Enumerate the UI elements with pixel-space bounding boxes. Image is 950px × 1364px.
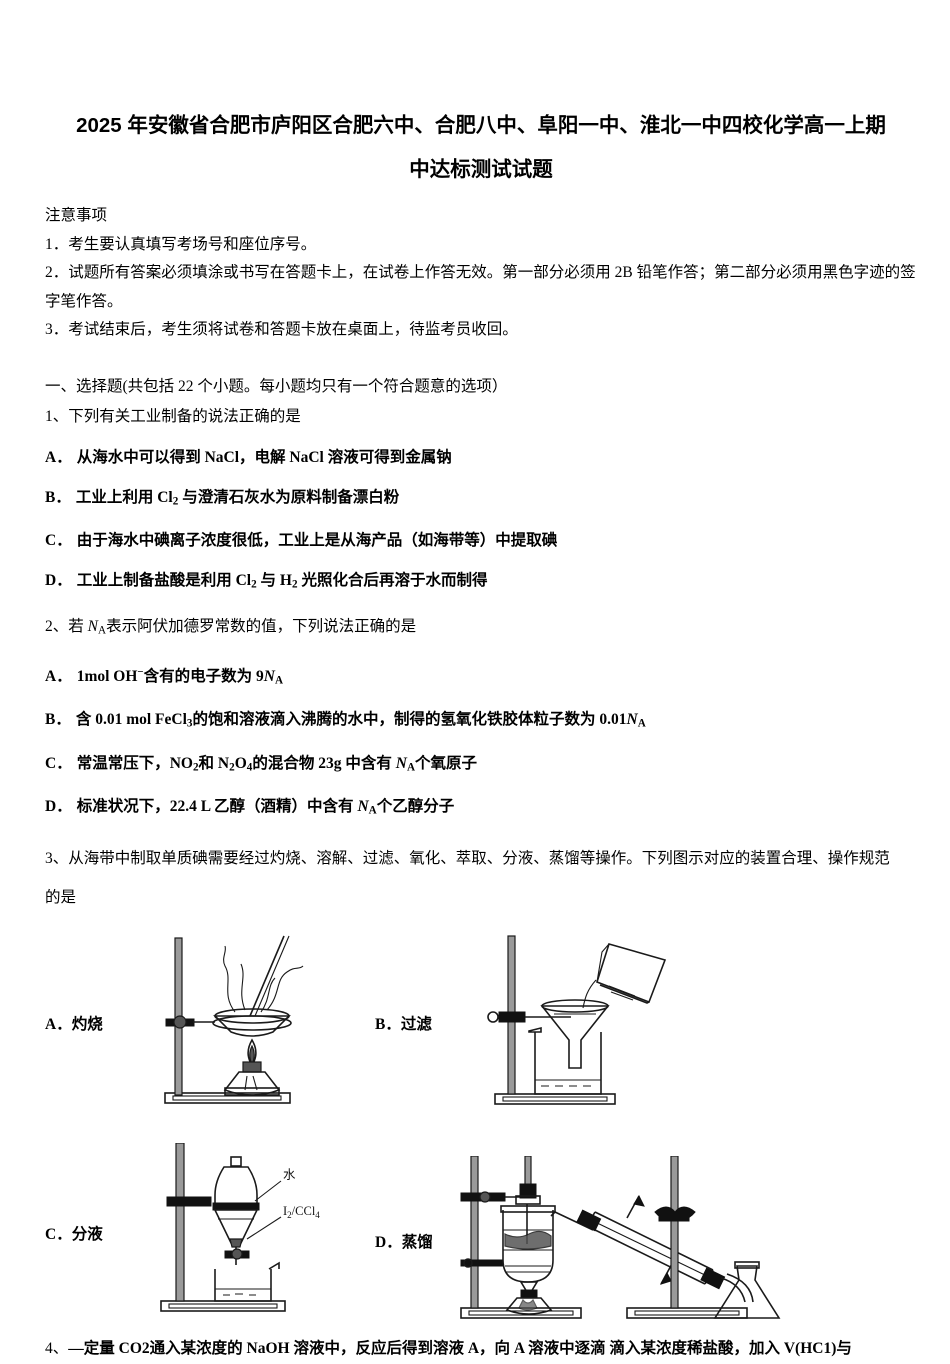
notice-item-3: 3．考试结束后，考生须将试卷和答题卡放在桌面上，待监考员收回。 (45, 321, 518, 338)
title-line-2: 中达标测试试题 (409, 158, 553, 181)
option-text-part: 与 H (256, 571, 292, 589)
figure-option-d-label: D．蒸馏 (375, 1230, 459, 1252)
question-1-number: 1、 (45, 407, 69, 425)
figure-option-a-label: A．灼烧 (45, 1012, 129, 1034)
question-1-option-b: B．工业上利用 Cl2 与澄清石灰水为原料制备漂白粉 (45, 485, 917, 514)
option-text: 1mol OH−含有的电子数为 9NA (76, 665, 284, 687)
page-title: 2025 年安徽省合肥市庐阳区合肥六中、合肥八中、阜阳一中、淮北一中四校化学高一… (45, 104, 917, 192)
option-letter: A． (45, 668, 72, 686)
option-text-part: 工业上利用 Cl (75, 488, 173, 506)
option-text: 从海水中可以得到 NaCl，电解 NaCl 溶液可得到金属钠 (76, 448, 452, 466)
option-text: 由于海水中碘离子浓度很低，工业上是从海产品（如海带等）中提取碘 (76, 531, 558, 549)
figure-option-b: B．过滤 (375, 928, 674, 1118)
question-4-number: 4、 (45, 1339, 69, 1357)
option-letter: D． (45, 798, 72, 816)
avogadro-symbol: NA (87, 618, 107, 637)
option-text: 分液 (71, 1225, 103, 1243)
question-3-figure-options: A．灼烧 (45, 928, 917, 1328)
section-heading: 一、选择题(共包括 22 个小题。每小题均只有一个符合题意的选项） (45, 377, 508, 395)
question-2-stem: 2、若 NA表示阿伏加德罗常数的值，下列说法正确的是 (45, 613, 917, 644)
option-subscript: 2 (251, 578, 257, 591)
question-2-text-pre: 若 (68, 618, 88, 636)
question-4-stem: 4、—定量 CO2通入某浓度的 NaOH 溶液中，反应后得到溶液 A，向 A 溶… (45, 1334, 917, 1364)
title-line-1: 2025 年安徽省合肥市庐阳区合肥六中、合肥八中、阜阳一中、淮北一中四校化学高一… (76, 114, 886, 137)
option-text: 标准状况下，22.4 L 乙醇（酒精）中含有 NA个乙醇分子 (76, 798, 455, 817)
question-3-stem-line2: 的是 (45, 888, 77, 906)
filtration-apparatus-icon (459, 928, 674, 1118)
question-1-stem: 1、下列有关工业制备的说法正确的是 (45, 403, 917, 431)
question-2-option-c: C．常温常压下，NO2和 N2O4的混合物 23g 中含有 NA个氧原子 (45, 751, 917, 780)
question-1-text: 下列有关工业制备的说法正确的是 (68, 407, 301, 425)
option-letter: D． (45, 571, 72, 589)
option-letter: A． (45, 448, 72, 466)
question-1-option-a: A．从海水中可以得到 NaCl，电解 NaCl 溶液可得到金属钠 (45, 445, 917, 471)
question-3-text: 从海带中制取单质碘需要经过灼烧、溶解、过滤、氧化、萃取、分液、蒸馏等操作。下列图… (68, 849, 890, 867)
distillation-apparatus-icon (459, 1155, 799, 1326)
option-subscript: 2 (291, 578, 298, 591)
option-subscript: 2 (172, 494, 179, 507)
question-2-text-post: 表示阿伏加德罗常数的值，下列说法正确的是 (106, 618, 417, 636)
option-text-part: 工业上制备盐酸是利用 Cl (76, 571, 252, 589)
option-letter: C． (45, 1225, 72, 1243)
question-2-option-a: A．1mol OH−含有的电子数为 9NA (45, 659, 917, 694)
separating-funnel-apparatus-icon: 水 I2/CCl4 (129, 1142, 359, 1323)
page-content: 2025 年安徽省合肥市庐阳区合肥六中、合肥八中、阜阳一中、淮北一中四校化学高一… (45, 104, 917, 1364)
option-text: 常温常压下，NO2和 N2O4的混合物 23g 中含有 NA个氧原子 (76, 754, 478, 774)
question-1-option-c: C．由于海水中碘离子浓度很低，工业上是从海产品（如海带等）中提取碘 (45, 528, 917, 554)
option-letter: D． (375, 1233, 402, 1251)
notice-item-2: 2．试题所有答案必须填涂或书写在答题卡上，在试卷上作答无效。第一部分必须用 2B… (45, 264, 916, 310)
question-3-number: 3、 (45, 849, 69, 867)
option-text: 过滤 (400, 1015, 432, 1033)
annotation-water: 水 (283, 1168, 296, 1182)
question-2-option-b: B．含 0.01 mol FeCl3的饱和溶液滴入沸腾的水中，制得的氢氧化铁胶体… (45, 707, 917, 736)
option-letter: B． (45, 488, 71, 506)
annotation-iodine-ccl4: I2/CCl4 (283, 1204, 320, 1220)
figure-option-d: D．蒸馏 (375, 1155, 799, 1326)
evaporating-dish-apparatus-icon (129, 928, 329, 1118)
option-letter: C． (45, 754, 72, 772)
option-letter: A． (45, 1015, 72, 1033)
figure-option-c: C．分液 (45, 1142, 359, 1323)
notice-item-1: 1．考生要认真填写考场号和座位序号。 (45, 235, 317, 253)
notice-heading: 注意事项 (45, 207, 108, 224)
option-letter: C． (45, 531, 72, 549)
figure-option-a: A．灼烧 (45, 928, 329, 1118)
option-text: 灼烧 (71, 1015, 103, 1033)
option-text-part: 与澄清石灰水为原料制备漂白粉 (178, 488, 400, 506)
notice-block: 注意事项 1．考生要认真填写考场号和座位序号。 2．试题所有答案必须填涂或书写在… (45, 202, 917, 345)
option-text: 蒸馏 (401, 1233, 433, 1251)
question-3-stem: 3、从海带中制取单质碘需要经过灼烧、溶解、过滤、氧化、萃取、分液、蒸馏等操作。下… (45, 842, 917, 875)
option-text-part: 光照化合后再溶于水而制得 (297, 571, 488, 589)
question-2-number: 2、 (45, 618, 69, 636)
option-letter: B． (375, 1015, 401, 1033)
figure-option-c-label: C．分液 (45, 1222, 129, 1244)
option-text: 含 0.01 mol FeCl3的饱和溶液滴入沸腾的水中，制得的氢氧化铁胶体粒子… (75, 711, 646, 730)
question-2-option-d: D．标准状况下，22.4 L 乙醇（酒精）中含有 NA个乙醇分子 (45, 794, 917, 823)
option-letter: B． (45, 711, 71, 729)
question-4-text: —定量 CO2通入某浓度的 NaOH 溶液中，反应后得到溶液 A，向 A 溶液中… (68, 1339, 852, 1357)
figure-option-b-label: B．过滤 (375, 1012, 459, 1034)
question-1-option-d: D．工业上制备盐酸是利用 Cl2 与 H2 光照化合后再溶于水而制得 (45, 568, 917, 597)
